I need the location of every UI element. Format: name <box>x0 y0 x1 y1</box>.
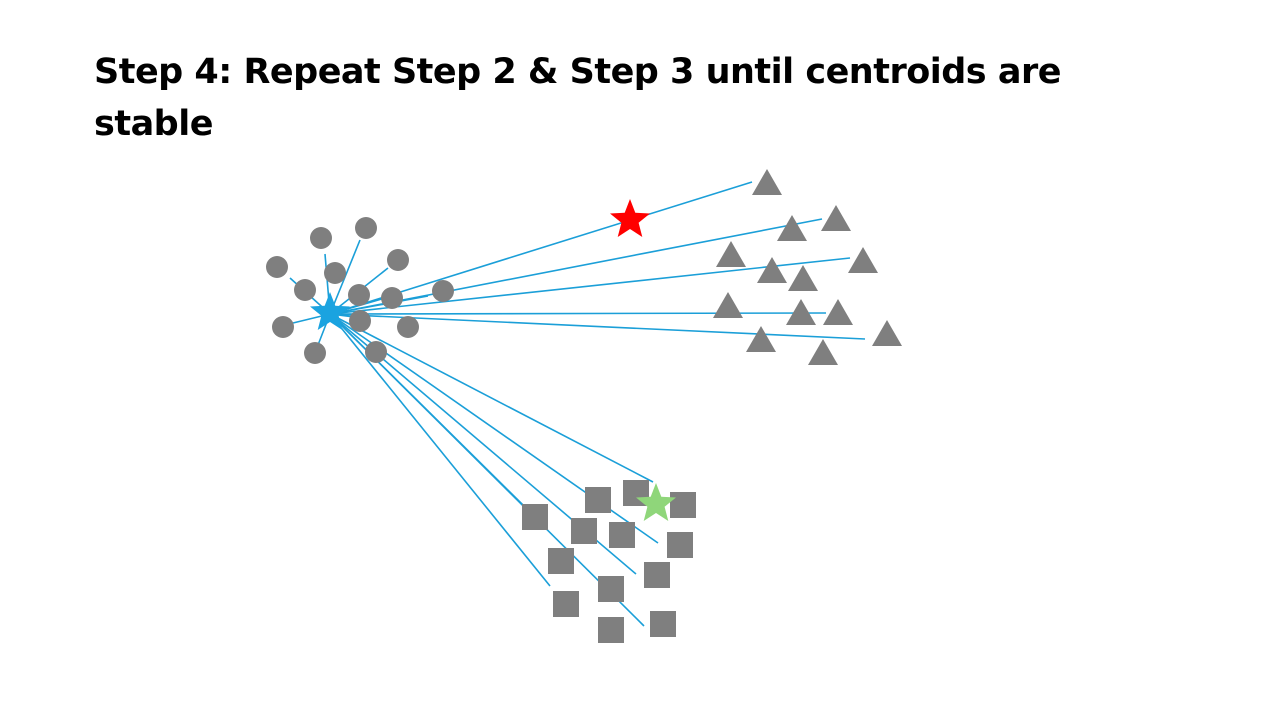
circle-cluster <box>266 217 454 364</box>
square-point <box>548 548 574 574</box>
circle-point <box>432 280 454 302</box>
circle-point <box>304 342 326 364</box>
triangle-point <box>872 320 902 346</box>
centroids <box>310 199 676 521</box>
square-point <box>522 504 548 530</box>
triangle-point <box>777 215 807 241</box>
circle-point <box>266 256 288 278</box>
distance-line <box>329 312 827 315</box>
triangle-point <box>788 265 818 291</box>
square-point <box>598 576 624 602</box>
triangle-point <box>848 247 878 273</box>
triangle-point <box>752 169 782 195</box>
triangle-cluster <box>713 169 902 365</box>
circle-point <box>349 310 371 332</box>
circle-point <box>397 316 419 338</box>
square-point <box>644 562 670 588</box>
blue-centroid <box>310 292 350 330</box>
square-point <box>571 518 597 544</box>
square-point <box>609 522 635 548</box>
circle-point <box>387 249 409 271</box>
square-point <box>670 492 696 518</box>
red-centroid <box>610 199 650 237</box>
triangle-point <box>823 299 853 325</box>
circle-point <box>365 341 387 363</box>
distance-lines <box>289 181 866 627</box>
distance-line <box>329 257 851 315</box>
square-point <box>650 611 676 637</box>
triangle-point <box>746 326 776 352</box>
green-centroid <box>636 483 676 521</box>
square-point <box>585 487 611 513</box>
square-cluster <box>522 480 696 643</box>
triangle-point <box>757 257 787 283</box>
distance-line <box>329 295 429 315</box>
square-point <box>553 591 579 617</box>
square-point <box>598 617 624 643</box>
distance-line <box>329 313 524 506</box>
circle-point <box>355 217 377 239</box>
distance-line <box>329 313 551 587</box>
distance-line <box>329 313 866 340</box>
circle-point <box>310 227 332 249</box>
square-point <box>667 532 693 558</box>
circle-point <box>294 279 316 301</box>
distance-line <box>329 313 654 483</box>
circle-point <box>272 316 294 338</box>
triangle-point <box>786 299 816 325</box>
slide-title: Step 4: Repeat Step 2 & Step 3 until cen… <box>94 52 1061 144</box>
triangle-point <box>821 205 851 231</box>
circle-point <box>381 287 403 309</box>
triangle-point <box>808 339 838 365</box>
circle-point <box>324 262 346 284</box>
circle-point <box>348 284 370 306</box>
triangle-point <box>713 292 743 318</box>
triangle-point <box>716 241 746 267</box>
